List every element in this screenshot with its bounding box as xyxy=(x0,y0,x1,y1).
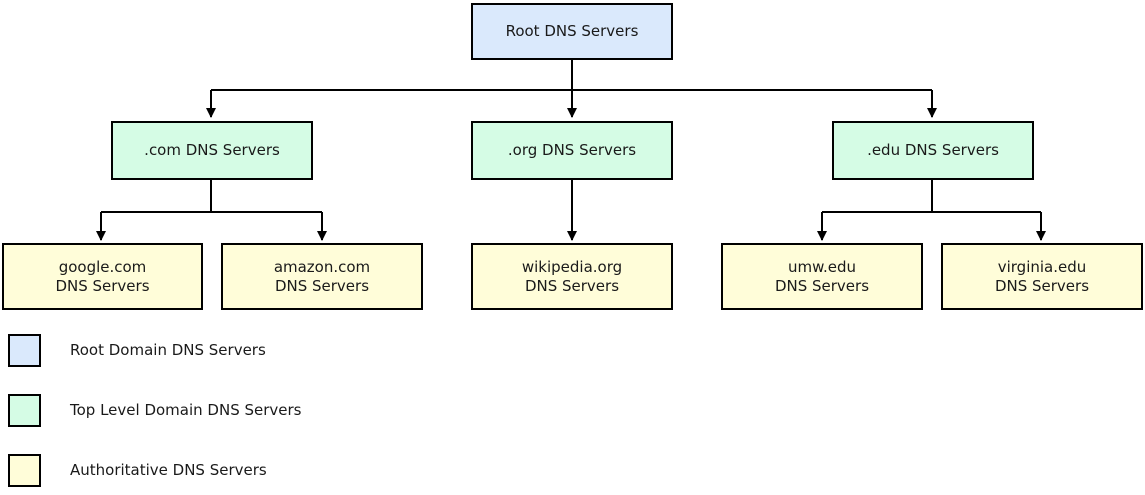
legend-swatch-tld xyxy=(8,393,41,427)
node-wikipedia-org-dns-servers[interactable]: wikipedia.org DNS Servers xyxy=(471,243,673,310)
node-label-line2: DNS Servers xyxy=(55,276,150,295)
node-label-line1: google.com xyxy=(58,257,147,276)
node-label-line1: wikipedia.org xyxy=(521,257,623,276)
legend-swatch-authoritative xyxy=(8,453,41,487)
legend-label-tld: Top Level Domain DNS Servers xyxy=(70,401,302,419)
node-google-com-dns-servers[interactable]: google.com DNS Servers xyxy=(2,243,203,310)
node-root-dns-servers[interactable]: Root DNS Servers xyxy=(471,3,673,60)
node-edu-dns-servers[interactable]: .edu DNS Servers xyxy=(832,121,1034,180)
legend-item-root: Root Domain DNS Servers xyxy=(8,333,266,367)
node-label-line1: virginia.edu xyxy=(997,257,1087,276)
node-label: Root DNS Servers xyxy=(505,22,639,41)
node-amazon-com-dns-servers[interactable]: amazon.com DNS Servers xyxy=(221,243,423,310)
node-label-line2: DNS Servers xyxy=(774,276,870,295)
legend-item-authoritative: Authoritative DNS Servers xyxy=(8,453,267,487)
legend-item-tld: Top Level Domain DNS Servers xyxy=(8,393,301,427)
legend-label-root: Root Domain DNS Servers xyxy=(70,341,266,359)
node-label-line2: DNS Servers xyxy=(274,276,370,295)
node-label: .com DNS Servers xyxy=(144,141,280,160)
node-label: .org DNS Servers xyxy=(507,141,637,160)
node-label-line2: DNS Servers xyxy=(524,276,620,295)
node-com-dns-servers[interactable]: .com DNS Servers xyxy=(111,121,313,180)
legend-label-authoritative: Authoritative DNS Servers xyxy=(70,461,267,479)
legend-swatch-root xyxy=(8,333,41,367)
node-label: .edu DNS Servers xyxy=(867,141,999,160)
node-label-line1: umw.edu xyxy=(787,257,857,276)
node-label-line1: amazon.com xyxy=(273,257,371,276)
node-umw-edu-dns-servers[interactable]: umw.edu DNS Servers xyxy=(721,243,923,310)
node-org-dns-servers[interactable]: .org DNS Servers xyxy=(471,121,673,180)
node-label-line2: DNS Servers xyxy=(994,276,1090,295)
node-virginia-edu-dns-servers[interactable]: virginia.edu DNS Servers xyxy=(941,243,1143,310)
legend: Root Domain DNS Servers Top Level Domain… xyxy=(0,325,1145,495)
